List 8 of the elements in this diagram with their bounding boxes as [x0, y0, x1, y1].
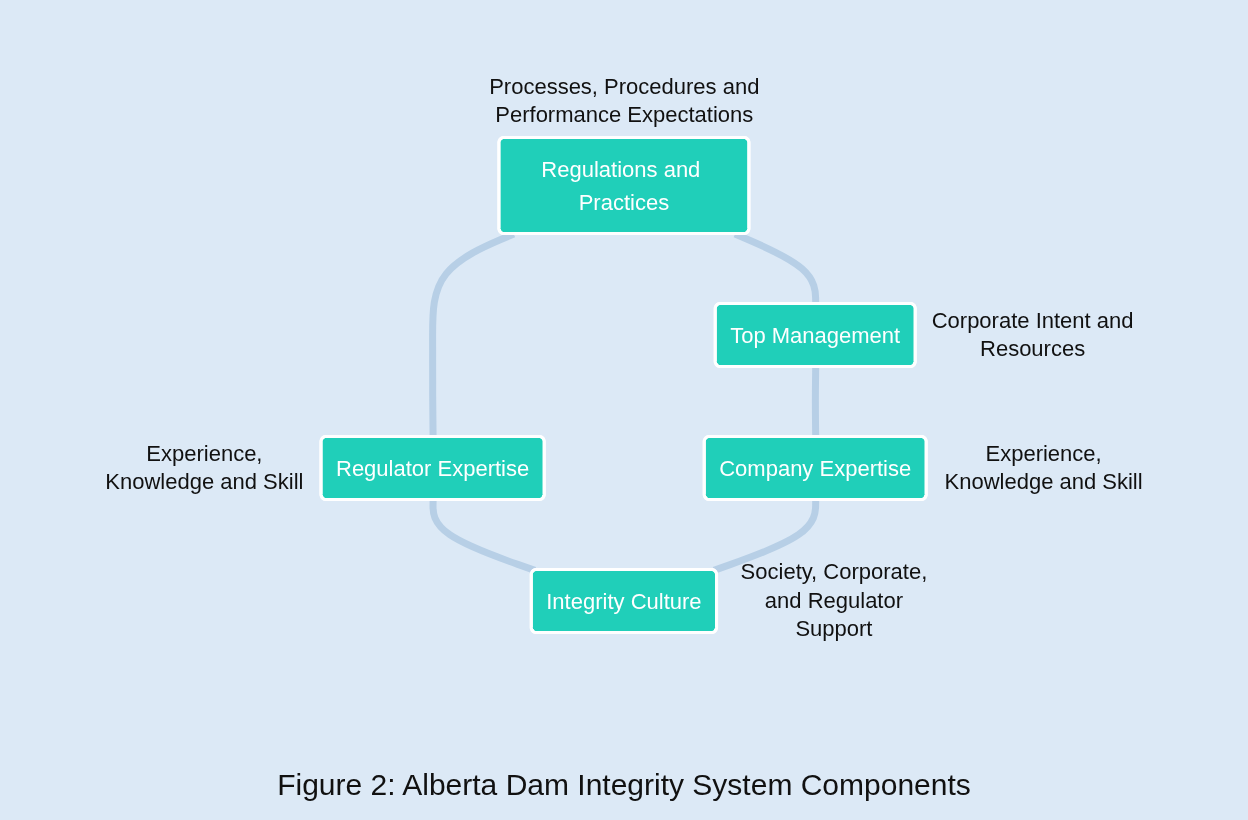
- side-note: Corporate Intent and Resources: [930, 306, 1135, 364]
- side-note: Experience, Knowledge and Skill: [104, 439, 305, 497]
- side-note: Society, Corporate, and Regulator Support: [739, 558, 929, 644]
- connector: [713, 499, 820, 574]
- side-note: Experience, Knowledge and Skill: [943, 439, 1144, 497]
- side-note: Processes, Procedures and Performance Expectations: [488, 72, 761, 130]
- figure-caption: Figure 2: Alberta Dam Integrity System Components: [277, 768, 971, 802]
- connector: [429, 499, 537, 574]
